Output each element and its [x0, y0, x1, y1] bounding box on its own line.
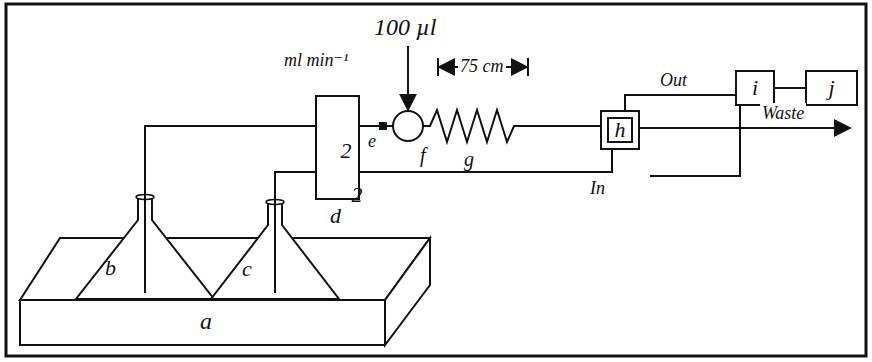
tube-line: [145, 126, 315, 195]
port-label: Out: [658, 70, 689, 91]
dimension-label: 75 cm: [458, 56, 506, 77]
carrier-wire: [360, 125, 393, 127]
volume-label: 100 µl: [372, 14, 439, 42]
part-letter: d: [328, 203, 343, 228]
housing-line: [650, 106, 740, 176]
node-text: 2: [352, 182, 363, 207]
outlet-label: Waste: [760, 103, 806, 124]
flow-cell-box: h: [600, 110, 640, 150]
part-letter: g: [462, 148, 476, 171]
sample-arrow: [407, 46, 409, 110]
tube-line: [625, 95, 735, 110]
node-text: c: [242, 256, 252, 281]
flask: b: [75, 195, 215, 300]
tube-line: [360, 150, 612, 172]
outer-border: [6, 4, 866, 356]
node-text: b: [105, 255, 116, 280]
recorder-box: j: [805, 70, 858, 106]
waste-arrow: [640, 127, 850, 129]
flask-outline: [210, 200, 340, 300]
node-text: h: [615, 117, 626, 142]
pump-box: 22: [315, 95, 360, 200]
tube-line: [275, 172, 315, 200]
reaction-coil: [423, 110, 600, 142]
flask: c: [210, 200, 340, 300]
node-text: j: [828, 75, 834, 100]
node-text: a: [200, 308, 212, 336]
flask-outline: [75, 195, 215, 300]
junction-block: [379, 122, 387, 130]
port-label: In: [588, 178, 607, 199]
injection-valve: [393, 111, 423, 141]
tube-line: [775, 87, 805, 89]
node-text: i: [752, 75, 758, 100]
part-letter: e: [366, 131, 378, 152]
part-letter: f: [418, 144, 428, 167]
detector-box: i: [735, 70, 775, 106]
node-text: 2: [341, 138, 352, 163]
flow-rate-unit: ml min⁻¹: [282, 50, 350, 71]
